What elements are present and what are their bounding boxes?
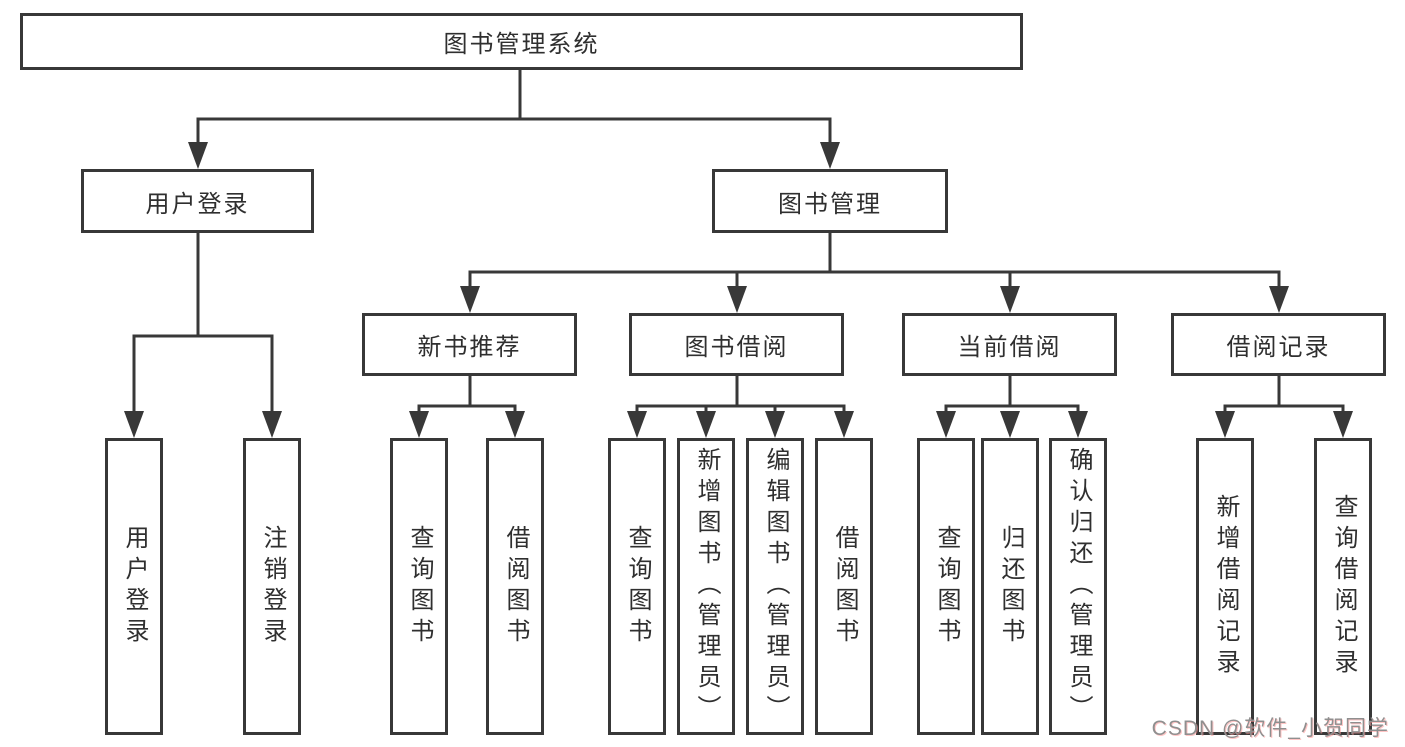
node-label: 图书管理系统 [443,31,600,58]
node-label: 当前借阅 [957,334,1062,361]
node-label: 查询图书 [406,524,433,649]
node-book-management: 图书管理 [712,169,948,233]
node-label: 新书推荐 [417,334,522,361]
node-new-book-recommend: 新书推荐 [362,313,577,376]
node-label: 归还图书 [997,524,1024,649]
node-label: 借阅记录 [1226,334,1331,361]
leaf-borrow-books-recommend: 借阅图书 [486,438,544,735]
arrowheads [124,142,1353,438]
leaf-edit-book-admin: 编辑图书（管理员） [746,438,804,735]
node-label: 图书借阅 [684,334,789,361]
node-library-management-system: 图书管理系统 [20,13,1023,70]
node-label: 确认归还（管理员） [1065,447,1092,726]
node-user-login: 用户登录 [81,169,314,233]
leaf-user-login: 用户登录 [105,438,163,735]
leaf-query-books-current: 查询图书 [917,438,975,735]
node-label: 图书管理 [778,190,882,218]
leaf-query-borrow-record: 查询借阅记录 [1314,438,1372,735]
node-current-borrow: 当前借阅 [902,313,1117,376]
node-label: 新增图书（管理员） [693,447,720,726]
node-label: 借阅图书 [502,524,529,649]
node-label: 编辑图书（管理员） [762,447,789,726]
leaf-query-books-borrow: 查询图书 [608,438,666,735]
node-borrow-records: 借阅记录 [1171,313,1386,376]
node-label: 借阅图书 [831,524,858,649]
leaf-add-book-admin: 新增图书（管理员） [677,438,735,735]
node-label: 查询图书 [624,524,651,649]
leaf-return-book: 归还图书 [981,438,1039,735]
node-label: 用户登录 [121,524,148,649]
node-label: 用户登录 [145,190,250,218]
leaf-borrow-books: 借阅图书 [815,438,873,735]
node-book-borrow: 图书借阅 [629,313,844,376]
node-label: 查询图书 [933,524,960,649]
leaf-add-borrow-record: 新增借阅记录 [1196,438,1254,735]
node-label: 查询借阅记录 [1330,493,1357,680]
node-label: 注销登录 [259,524,286,649]
node-label: 新增借阅记录 [1212,493,1239,680]
leaf-logout: 注销登录 [243,438,301,735]
leaf-confirm-return-admin: 确认归还（管理员） [1049,438,1107,735]
csdn-watermark: CSDN @软件_小贺同学 [1151,717,1389,740]
leaf-query-books-recommend: 查询图书 [390,438,448,735]
